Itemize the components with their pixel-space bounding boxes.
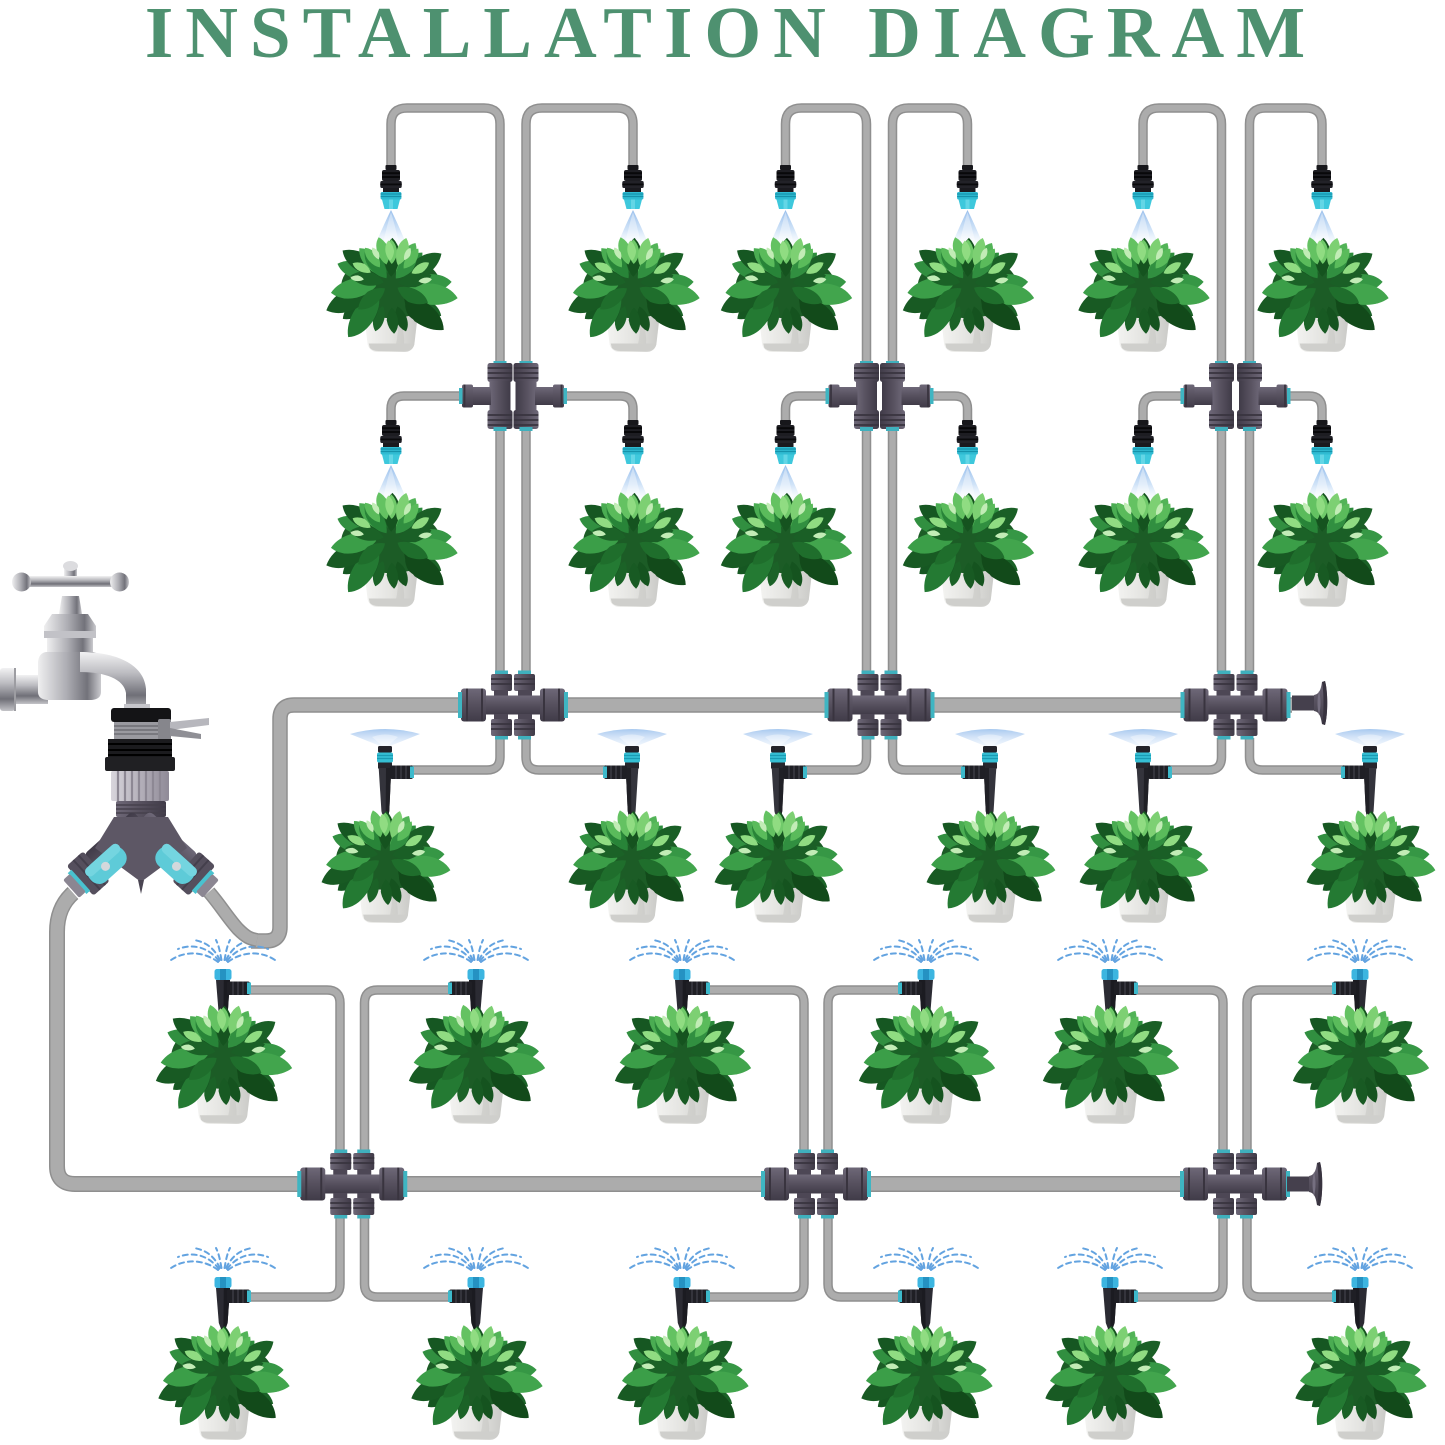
svg-text:INSTALLATION DIAGRAM: INSTALLATION DIAGRAM — [145, 0, 1317, 73]
